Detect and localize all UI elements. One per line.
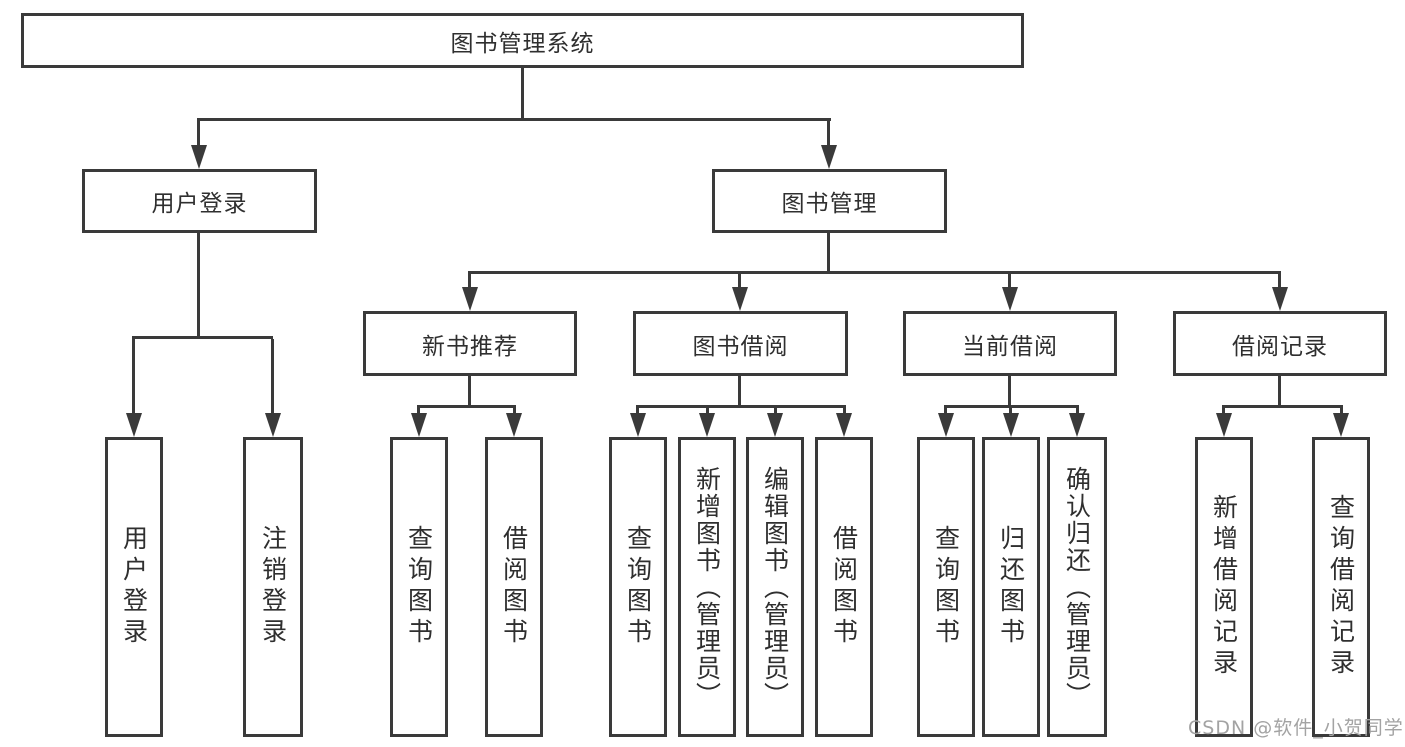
node-label: 图书管理系统 — [450, 30, 595, 57]
leaf-add-book-admin: 新增图书（管理员） — [678, 437, 736, 737]
connector-line — [468, 274, 471, 289]
node-label: 确认归还（管理员） — [1062, 465, 1092, 709]
node-book-management: 图书管理 — [712, 169, 947, 233]
node-label: 查询图书 — [623, 525, 653, 649]
arrow-down-icon — [836, 413, 852, 437]
connector-line — [738, 274, 741, 289]
connector-line — [636, 405, 846, 408]
arrow-down-icon — [126, 413, 142, 437]
connector-line — [1278, 274, 1281, 289]
leaf-query-books-recommend: 查询图书 — [390, 437, 448, 737]
node-label: 图书管理 — [781, 191, 878, 217]
arrow-down-icon — [265, 413, 281, 437]
leaf-add-borrow-record: 新增借阅记录 — [1195, 437, 1253, 737]
node-user-login: 用户登录 — [82, 169, 317, 233]
leaf-edit-book-admin: 编辑图书（管理员） — [746, 437, 804, 737]
connector-line — [1008, 274, 1011, 289]
node-label: 注销登录 — [258, 525, 288, 649]
arrow-down-icon — [462, 287, 478, 311]
connector-line — [468, 271, 1281, 274]
connector-line — [827, 233, 830, 271]
watermark: CSDN @软件_小贺同学 — [1188, 717, 1404, 739]
node-label: 新书推荐 — [422, 333, 518, 360]
node-label: 借阅记录 — [1232, 333, 1328, 360]
arrow-down-icon — [630, 413, 646, 437]
arrow-down-icon — [411, 413, 427, 437]
connector-line — [944, 408, 947, 416]
leaf-query-books-borrowing: 查询图书 — [609, 437, 667, 737]
arrow-down-icon — [1003, 413, 1019, 437]
leaf-query-books-current: 查询图书 — [917, 437, 975, 737]
connector-line — [468, 376, 471, 408]
leaf-borrow-books-recommend: 借阅图书 — [485, 437, 543, 737]
leaf-return-book: 归还图书 — [982, 437, 1040, 737]
node-label: 借阅图书 — [829, 525, 859, 649]
connector-line — [636, 408, 639, 416]
node-label: 新增借阅记录 — [1209, 494, 1239, 680]
arrow-down-icon — [821, 145, 837, 169]
connector-line — [417, 405, 516, 408]
node-label: 用户登录 — [151, 191, 248, 217]
node-new-book-recommendation: 新书推荐 — [363, 311, 577, 376]
leaf-query-borrow-record: 查询借阅记录 — [1312, 437, 1370, 737]
connector-line — [417, 408, 420, 416]
arrow-down-icon — [191, 145, 207, 169]
connector-line — [132, 336, 273, 339]
node-label: 图书借阅 — [692, 333, 789, 360]
connector-line — [271, 339, 274, 415]
node-label: 用户登录 — [119, 525, 149, 649]
connector-line — [1222, 405, 1343, 408]
arrow-down-icon — [1002, 287, 1018, 311]
connector-line — [197, 233, 200, 339]
node-label: 借阅图书 — [499, 525, 529, 649]
arrow-down-icon — [1272, 287, 1288, 311]
arrow-down-icon — [506, 413, 522, 437]
node-label: 编辑图书（管理员） — [760, 465, 790, 709]
node-library-management-system: 图书管理系统 — [21, 13, 1024, 68]
node-label: 当前借阅 — [962, 333, 1058, 360]
arrow-down-icon — [938, 413, 954, 437]
leaf-user-login: 用户登录 — [105, 437, 163, 737]
connector-line — [1222, 408, 1225, 416]
leaf-confirm-return-admin: 确认归还（管理员） — [1047, 437, 1107, 737]
arrow-down-icon — [699, 413, 715, 437]
connector-line — [1076, 408, 1079, 416]
node-book-borrowing: 图书借阅 — [633, 311, 848, 376]
connector-line — [132, 339, 135, 415]
connector-line — [774, 408, 777, 416]
connector-line — [197, 118, 831, 121]
arrow-down-icon — [1333, 413, 1349, 437]
connector-line — [521, 68, 524, 121]
connector-line — [1009, 408, 1012, 416]
connector-line — [827, 121, 830, 149]
connector-line — [843, 408, 846, 416]
leaf-borrow-books-borrowing: 借阅图书 — [815, 437, 873, 737]
node-label: 归还图书 — [996, 525, 1026, 649]
arrow-down-icon — [1069, 413, 1085, 437]
connector-line — [706, 408, 709, 416]
node-label: 查询图书 — [404, 525, 434, 649]
connector-line — [944, 405, 1079, 408]
node-label: 查询借阅记录 — [1326, 494, 1356, 680]
node-label: 查询图书 — [931, 525, 961, 649]
arrow-down-icon — [1216, 413, 1232, 437]
node-label: 新增图书（管理员） — [692, 465, 722, 709]
node-borrowing-records: 借阅记录 — [1173, 311, 1387, 376]
connector-line — [1340, 408, 1343, 416]
node-current-borrowing: 当前借阅 — [903, 311, 1117, 376]
connector-line — [197, 121, 200, 149]
connector-line — [738, 376, 741, 408]
arrow-down-icon — [767, 413, 783, 437]
connector-line — [1278, 376, 1281, 408]
connector-line — [513, 408, 516, 416]
connector-line — [1008, 376, 1011, 408]
arrow-down-icon — [732, 287, 748, 311]
leaf-logout: 注销登录 — [243, 437, 303, 737]
